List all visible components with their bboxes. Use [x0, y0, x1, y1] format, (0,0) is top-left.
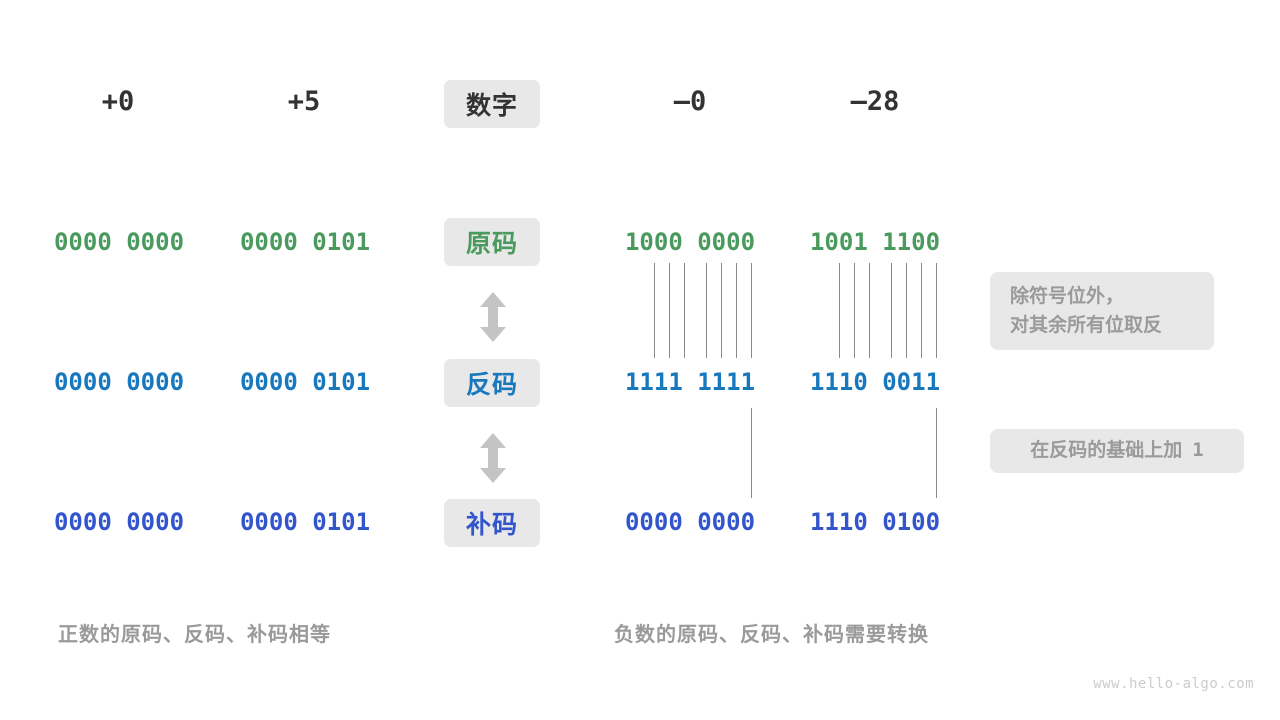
- cell-fanma-plus-five: 0000 0101: [239, 368, 371, 396]
- row-label-yuanma-text: 原码: [465, 230, 518, 258]
- row-label-fanma-text: 反码: [465, 371, 518, 399]
- cell-fanma-minus-twentyeight: 1110 0011: [809, 368, 941, 396]
- note-invert-bits: 除符号位外， 对其余所有位取反: [990, 272, 1214, 350]
- connector-line: [854, 263, 855, 358]
- column-header-minus-zero: –0: [673, 86, 707, 117]
- connector-line: [869, 263, 870, 358]
- row-label-buma-text: 补码: [465, 511, 518, 539]
- row-label-yuanma: 原码: [444, 218, 540, 266]
- connector-line: [751, 263, 752, 358]
- connector-line: [706, 263, 707, 358]
- connector-line: [669, 263, 670, 358]
- connector-line: [906, 263, 907, 358]
- connector-line: [736, 263, 737, 358]
- connector-line: [751, 408, 752, 498]
- row-label-buma: 补码: [444, 499, 540, 547]
- arrow-up-down-icon: [477, 291, 509, 348]
- column-header-plus-zero: +0: [101, 86, 135, 117]
- connector-line: [684, 263, 685, 358]
- arrow-up-down-icon: [477, 432, 509, 489]
- cell-yuanma-minus-twentyeight: 1001 1100: [809, 228, 941, 256]
- cell-buma-plus-five: 0000 0101: [239, 508, 371, 536]
- connector-line: [921, 263, 922, 358]
- cell-buma-minus-zero: 0000 0000: [624, 508, 756, 536]
- column-header-plus-five: +5: [287, 86, 321, 117]
- cell-yuanma-minus-zero: 1000 0000: [624, 228, 756, 256]
- cell-buma-plus-zero: 0000 0000: [53, 508, 185, 536]
- connector-line: [839, 263, 840, 358]
- caption-positive: 正数的原码、反码、补码相等: [58, 624, 331, 646]
- column-header-number: 数字: [444, 80, 540, 128]
- cell-fanma-minus-zero: 1111 1111: [624, 368, 756, 396]
- note-add-one-prefix: 在反码的基础上加: [1030, 440, 1183, 462]
- connector-line: [936, 263, 937, 358]
- caption-negative: 负数的原码、反码、补码需要转换: [614, 624, 929, 646]
- column-header-number-label: 数字: [465, 92, 518, 120]
- connector-line: [936, 408, 937, 498]
- row-label-fanma: 反码: [444, 359, 540, 407]
- watermark: www.hello-algo.com: [1093, 676, 1254, 692]
- column-header-minus-twentyeight: –28: [850, 86, 900, 117]
- cell-yuanma-plus-zero: 0000 0000: [53, 228, 185, 256]
- note-add-one: 在反码的基础上加 1: [990, 429, 1244, 473]
- connector-line: [721, 263, 722, 358]
- note-invert-bits-line-2: 对其余所有位取反: [1010, 315, 1163, 336]
- cell-yuanma-plus-five: 0000 0101: [239, 228, 371, 256]
- connector-line: [891, 263, 892, 358]
- connector-line: [654, 263, 655, 358]
- note-invert-bits-line-1: 除符号位外，: [1010, 285, 1125, 307]
- cell-fanma-plus-zero: 0000 0000: [53, 368, 185, 396]
- note-add-one-value: 1: [1192, 439, 1204, 462]
- cell-buma-minus-twentyeight: 1110 0100: [809, 508, 941, 536]
